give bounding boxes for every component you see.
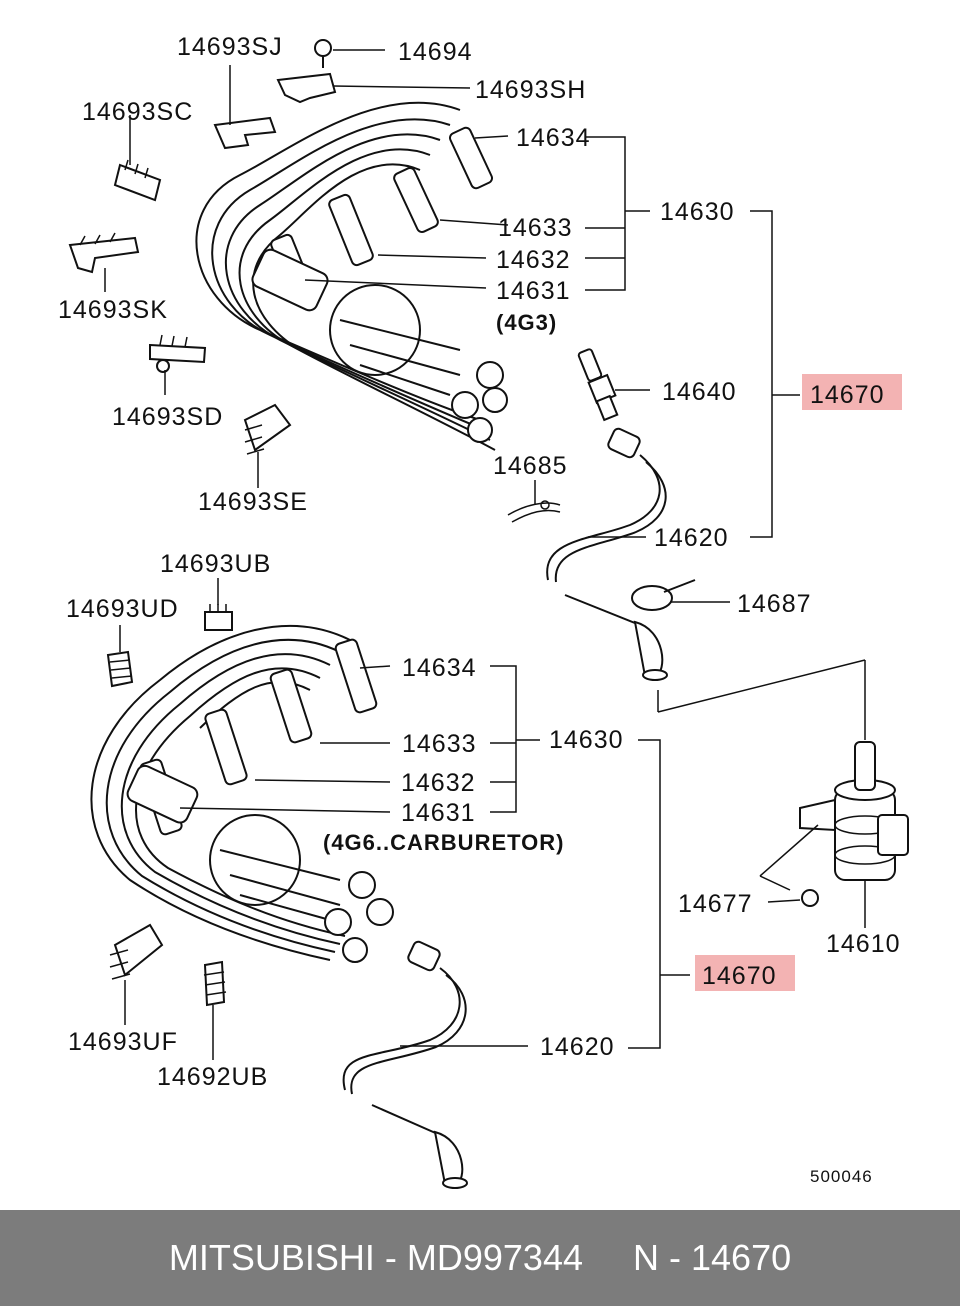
label-14620-bottom: 14620 <box>540 1033 615 1061</box>
label-14677: 14677 <box>678 890 753 918</box>
highlight-top-14670 <box>802 374 902 410</box>
label-14685: 14685 <box>493 452 568 480</box>
label-14693SK: 14693SK <box>58 296 168 324</box>
spark-plug-14640 <box>577 348 619 422</box>
label-14693SH: 14693SH <box>475 76 586 104</box>
label-14640: 14640 <box>662 378 737 406</box>
label-14670-bottom: 14670 <box>702 962 777 990</box>
nut-14677 <box>801 889 819 907</box>
clamp-14693SH <box>276 72 337 104</box>
top-cable-set <box>195 101 508 451</box>
highlight-bottom-14670 <box>695 955 795 991</box>
label-14632-top: 14632 <box>496 246 571 274</box>
clamp-14693UB <box>204 604 233 631</box>
label-14632-bottom: 14632 <box>401 769 476 797</box>
label-engine-4G6: (4G6..CARBURETOR) <box>323 830 565 855</box>
label-14610: 14610 <box>826 930 901 958</box>
label-14693SD: 14693SD <box>112 403 223 431</box>
label-14634-top: 14634 <box>516 124 591 152</box>
label-14687: 14687 <box>737 590 812 618</box>
leader-lines <box>104 49 866 1060</box>
diagram-code: 500046 <box>810 1167 873 1186</box>
label-14670-top: 14670 <box>810 381 885 409</box>
parts-diagram: 14693SJ 14694 14693SH 14693SC 14634 1463… <box>58 33 909 1189</box>
footer-gap <box>583 1237 633 1279</box>
label-14693SJ: 14693SJ <box>177 33 283 61</box>
bolt-14694 <box>314 39 332 68</box>
bottom-cable-set <box>90 624 394 963</box>
label-14633-bottom: 14633 <box>402 730 477 758</box>
footer-ref: N - 14670 <box>633 1237 792 1278</box>
label-14630-top: 14630 <box>660 198 735 226</box>
footer-brand: MITSUBISHI <box>168 1237 375 1278</box>
label-14692UB: 14692UB <box>157 1063 268 1091</box>
label-14630-bottom: 14630 <box>549 726 624 754</box>
coil-lead-bottom <box>342 940 468 1189</box>
label-14693SE: 14693SE <box>198 488 308 516</box>
label-14620-top: 14620 <box>654 524 729 552</box>
band-14687 <box>631 579 696 611</box>
label-14631-bottom: 14631 <box>401 799 476 827</box>
clamp-14693SD <box>149 334 207 373</box>
clamp-14693UD <box>106 650 134 688</box>
footer-separator: - <box>374 1237 407 1278</box>
label-14694: 14694 <box>398 38 473 66</box>
label-engine-4G3: (4G3) <box>496 310 557 335</box>
ignition-coil-14610 <box>799 741 909 881</box>
coil-lead-top <box>546 427 668 681</box>
label-14693SC: 14693SC <box>82 98 193 126</box>
label-14633-top: 14633 <box>498 214 573 242</box>
clamp-14693SC <box>113 159 162 202</box>
footer-bar: MITSUBISHI - MD997344 N - 14670 <box>0 1210 960 1306</box>
label-14693UD: 14693UD <box>66 595 179 623</box>
clamp-14692UB <box>203 960 227 1007</box>
clamp-14693SK <box>68 232 140 274</box>
clamp-14693UF <box>109 923 164 980</box>
label-14693UB: 14693UB <box>160 550 271 578</box>
label-14693UF: 14693UF <box>68 1028 178 1056</box>
label-14634-bottom: 14634 <box>402 654 477 682</box>
label-14631-top: 14631 <box>496 277 571 305</box>
clamp-14693SE <box>243 403 292 455</box>
footer-part-number: MD997344 <box>406 1237 583 1278</box>
clip-14685 <box>507 500 561 523</box>
clamp-14693SJ <box>213 116 277 150</box>
